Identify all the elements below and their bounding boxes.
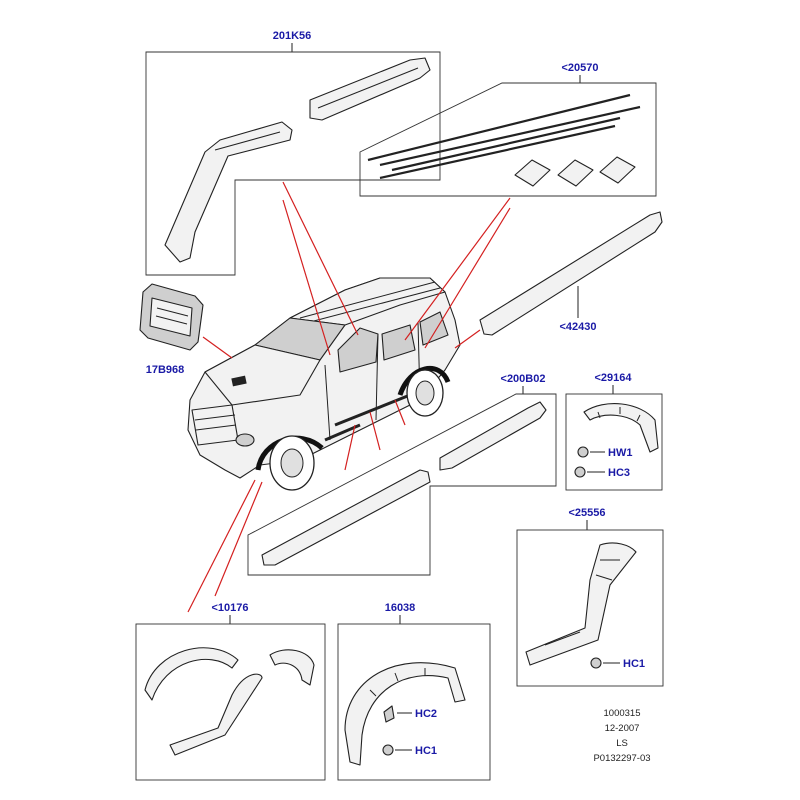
label-200b02: <200B02 [501,373,546,385]
box-10176 [135,623,326,781]
box-25556 [516,529,664,687]
side-moulding-group: <200B02 [247,373,557,576]
box-29164 [565,393,663,491]
wind-deflector-group: 201K56 [145,30,441,276]
reference-block: 1000315 12-2007 LS P0132297-03 [593,708,650,764]
label-hc1-25556: HC1 [623,658,645,670]
lower-door-moulding [479,211,663,336]
wheel-arch-25556 [525,542,637,666]
vehicle-door-moulding [334,393,411,427]
box-20570 [359,82,657,197]
label-16038: 16038 [385,602,416,614]
adhesive-pad-1 [514,159,551,187]
vehicle-quarter-window [419,311,449,346]
label-hc2: HC2 [415,708,437,720]
ref-date: 12-2007 [605,723,640,734]
label-10176: <10176 [211,602,248,614]
label-201k56: 201K56 [273,30,312,42]
vehicle-rear-window [381,324,416,361]
wheel-arch-29164 [583,403,659,453]
label-hw1: HW1 [608,447,632,459]
vehicle-grille [191,404,239,446]
front-wind-deflector [164,121,293,263]
fixing-hw1 [577,446,589,458]
wheel-arch-kit-25556: <25556 HC1 [516,507,664,687]
door-moulding-group: <42430 [479,211,663,336]
ref-number: 1000315 [604,708,641,719]
label-25556: <25556 [568,507,605,519]
vehicle-bonnet-vent [231,375,247,387]
vehicle-bonnet [204,344,321,406]
vehicle-illustration [187,277,461,491]
wheel-arch-kit-29164: <29164 HW1 HC3 [565,372,663,491]
ref-code: LS [616,738,628,749]
box-200b02 [247,393,557,576]
trim-strip-2 [379,105,641,167]
wheel-arch-kit-10176: <10176 [135,602,326,781]
fixing-hc2 [383,705,395,723]
leader-lines [187,181,511,613]
front-arch-extension [144,647,239,701]
trim-strip-3 [391,116,621,172]
box-16038 [337,623,491,781]
ref-part-number: P0132297-03 [593,753,650,764]
side-moulding-front [261,469,431,566]
trim-strip-1 [367,93,631,162]
sill-arch-extension [169,673,263,756]
label-42430: <42430 [559,321,596,333]
vehicle-headlight [235,433,255,447]
rear-arch-extension [269,649,315,686]
label-29164: <29164 [594,372,632,384]
trim-strip-4 [379,124,616,180]
side-moulding-rear [439,401,547,471]
label-17b968: 17B968 [146,364,185,376]
trim-strip-group: <20570 [359,62,657,197]
wheel-arch-16038 [344,662,466,766]
wheel-arch-kit-16038: 16038 HC2 HC1 [337,602,491,781]
bonnet-vent-group: 17B968 [139,283,204,376]
adhesive-pad-2 [557,159,594,187]
vehicle-rear-arch [397,365,451,396]
fixing-hc3 [574,466,586,478]
rear-wind-deflector [309,57,431,121]
fixing-hc1-16038 [382,744,394,756]
fixing-hc1-25556 [590,657,602,669]
label-hc3: HC3 [608,467,630,479]
box-201k56 [145,51,441,276]
label-20570: <20570 [561,62,598,74]
adhesive-pad-3 [599,156,636,184]
label-hc1-16038: HC1 [415,745,437,757]
